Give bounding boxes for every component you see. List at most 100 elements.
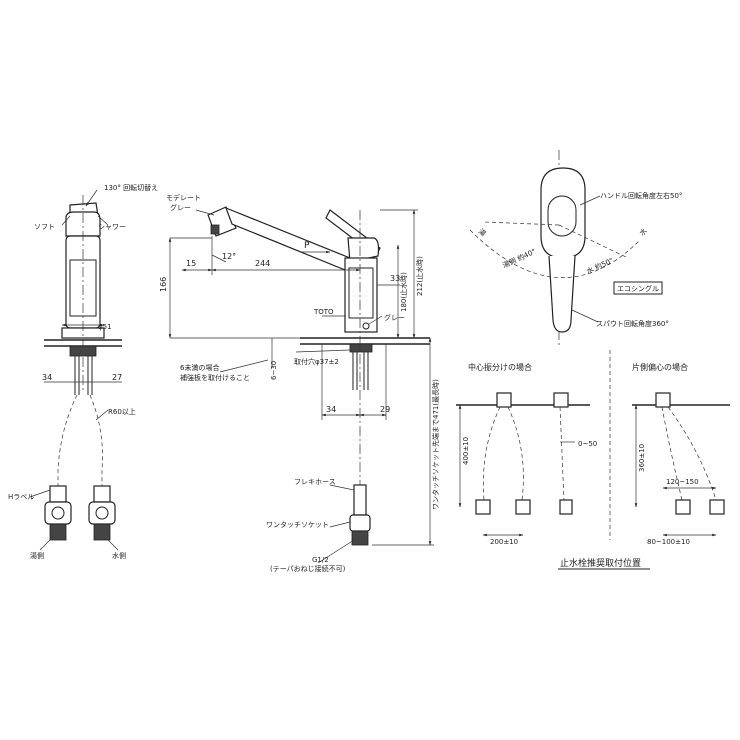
reinforce-note-1: 6未満の場合	[180, 363, 219, 372]
h-label: Hラベル	[8, 493, 34, 501]
dim-15-label: 15	[186, 259, 196, 268]
top-hot-ray	[483, 221, 560, 226]
rotation-angle-label: 130° 回転切替え	[104, 183, 158, 192]
offset-valve-left	[675, 499, 691, 515]
reinforce-note-2: 補強板を取付けること	[180, 373, 250, 382]
dim-33-label: 33	[390, 274, 400, 283]
side-g12-leader	[317, 539, 355, 564]
hot-side-label: 湯側	[30, 551, 44, 560]
dim-120-150-label: 120~150	[666, 478, 699, 486]
r60-label: R60以上	[108, 407, 136, 416]
top-water-ray	[558, 224, 629, 259]
hot-valve-nut	[49, 523, 67, 541]
center-valve-right	[515, 499, 531, 515]
p-mark-label: P	[304, 241, 310, 251]
gray-label: グレー	[384, 313, 405, 322]
eco-single-box	[613, 281, 663, 295]
front-hose-curve-hot	[57, 394, 78, 486]
water-label: 水	[638, 226, 649, 237]
front-soft-leader	[61, 215, 71, 226]
g-half-label: G1/2	[312, 556, 329, 564]
side-gray-button	[362, 322, 370, 330]
side-g12-fitting	[351, 530, 369, 546]
dim-34-side: 34	[326, 405, 336, 414]
center-faucet-stub	[496, 392, 512, 408]
top-handle-slot	[547, 195, 577, 237]
offset-faucet-stub	[655, 392, 671, 408]
dim-29-side: 29	[380, 405, 390, 414]
hot-valve-body	[44, 501, 72, 525]
water-max-label: 水 約50°	[585, 256, 615, 276]
center-side-hose	[559, 406, 565, 501]
center-side-valve	[559, 499, 573, 515]
hot-max-label: 湯側 約40°	[501, 247, 537, 270]
front-view: 130° 回転切替え ソフト シャワー φ51 34 27 R60以上 Hラベル…	[8, 183, 158, 560]
offset-valve-right	[709, 499, 725, 515]
offset-hose-left	[661, 406, 683, 501]
hot-valve-top	[49, 485, 67, 503]
side-view: モデレート グレー 12° 15 244 166 33 180(止水時) 212…	[159, 193, 440, 573]
top-spout-arc	[469, 229, 641, 278]
angle-12-label: 12°	[222, 252, 236, 261]
side-handle-base	[347, 237, 380, 263]
side-body-panel	[348, 267, 374, 319]
cold-valve-knob	[95, 506, 109, 520]
toto-label: TOTO	[313, 308, 334, 316]
dim-166-label: 166	[159, 277, 168, 292]
center-side-stub	[553, 392, 569, 408]
spout-outlet	[210, 224, 220, 235]
center-hose-left	[483, 406, 501, 501]
dim-6-30-label: 6~30	[270, 361, 278, 380]
front-handle-base	[65, 211, 101, 237]
offset-hose-right	[667, 406, 717, 501]
one-touch-socket-label: ワンタッチソケット	[266, 520, 329, 529]
taper-note-label: (テーパおねじ接続不可)	[270, 564, 346, 573]
dim-80-100-label: 80~100±10	[647, 538, 690, 546]
center-title: 中心振分けの場合	[468, 362, 532, 372]
flexible-hose-label: フレキホース	[294, 478, 336, 486]
front-hot-leader	[39, 539, 51, 551]
front-hose-curve-cold	[89, 394, 103, 486]
moderate-gray-label-2: グレー	[170, 203, 191, 212]
moderate-gray-label-1: モデレート	[166, 193, 201, 202]
side-hole-leader	[295, 349, 351, 353]
dim-212-label: 212(止水時)	[415, 256, 424, 296]
dim-200-label: 200±10	[490, 538, 518, 546]
side-body	[344, 257, 378, 333]
handle-angle-label: ハンドル回転角度左右50°	[600, 191, 682, 200]
front-hlabel-leader	[29, 489, 51, 498]
top-handle-leader	[579, 195, 601, 206]
side-gray-leader	[368, 315, 383, 325]
mount-hole-label: 取付穴φ37±2	[294, 357, 339, 366]
cold-valve-body	[88, 501, 116, 525]
front-r60-leader	[95, 409, 109, 421]
center-hose-right	[507, 406, 524, 501]
eco-single-label: エコシングル	[617, 284, 659, 293]
side-reinforce-leader	[219, 359, 269, 373]
side-moderate-leader	[195, 209, 215, 216]
top-spout	[548, 255, 576, 333]
water-side-label: 水側	[112, 551, 126, 560]
dim-360-label: 360±10	[638, 444, 646, 472]
offset-title: 片側偏心の場合	[632, 362, 688, 372]
side-one-touch-socket	[349, 514, 371, 532]
side-flex-hose	[353, 484, 367, 516]
front-rotation-leader	[85, 189, 98, 207]
top-spout-leader	[571, 309, 599, 323]
side-flex-leader	[329, 484, 355, 491]
valve-positions-title: 止水栓推奨取付位置	[560, 557, 641, 569]
soft-label: ソフト	[34, 223, 55, 231]
cold-valve-top	[93, 485, 111, 503]
spout-angle-label: スパウト回転角度360°	[596, 319, 669, 328]
side-mount-nut	[349, 343, 373, 353]
side-socket-leader	[329, 521, 351, 528]
socket-dim-label: ワンタッチソケット先端まで471(最長時)	[431, 379, 440, 510]
dim-0-50-label: 0~50	[578, 440, 597, 448]
shower-label: シャワー	[98, 223, 126, 231]
dim-400-label: 400±10	[462, 437, 470, 465]
top-handle-outline	[540, 167, 586, 259]
front-water-leader	[107, 539, 119, 551]
hot-valve-knob	[51, 506, 65, 520]
top-view: ハンドル回転角度左右50° スパウト回転角度360° エコシングル 湯 水 湯側…	[469, 150, 682, 345]
